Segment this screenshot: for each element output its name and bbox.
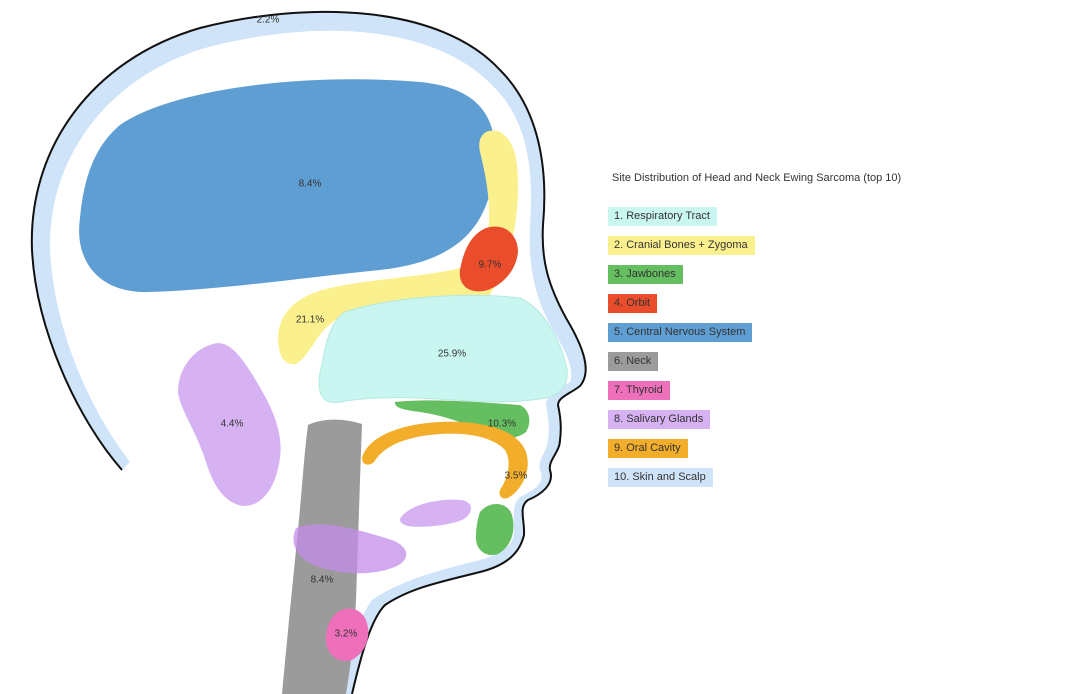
legend-label: 4. Orbit — [608, 294, 657, 313]
legend-label: 1. Respiratory Tract — [608, 207, 717, 226]
legend-label: 3. Jawbones — [608, 265, 683, 284]
legend-label: 9. Oral Cavity — [608, 439, 688, 458]
legend-item-skin: 10. Skin and Scalp — [608, 467, 1058, 486]
legend-item-cns: 5. Central Nervous System — [608, 322, 1058, 341]
thyroid-percentage: 3.2% — [335, 629, 358, 640]
respiratory-percentage: 25.9% — [438, 349, 466, 360]
legend-item-cranial: 2. Cranial Bones + Zygoma — [608, 235, 1058, 254]
legend-title: Site Distribution of Head and Neck Ewing… — [612, 172, 1058, 184]
legend-item-salivary: 8. Salivary Glands — [608, 409, 1058, 428]
oral-cavity-region — [362, 422, 528, 499]
neck-percentage: 8.4% — [311, 575, 334, 586]
legend-label: 10. Skin and Scalp — [608, 468, 713, 487]
cranial-percentage: 21.1% — [296, 315, 324, 326]
legend-item-respiratory: 1. Respiratory Tract — [608, 206, 1058, 225]
jawbones-percentage: 10.3% — [488, 419, 516, 430]
legend-label: 2. Cranial Bones + Zygoma — [608, 236, 755, 255]
legend-item-oral: 9. Oral Cavity — [608, 438, 1058, 457]
salivary-gland-sublingual — [400, 500, 471, 527]
legend-item-thyroid: 7. Thyroid — [608, 380, 1058, 399]
legend-item-neck: 6. Neck — [608, 351, 1058, 370]
orbit-percentage: 9.7% — [479, 260, 502, 271]
legend: Site Distribution of Head and Neck Ewing… — [608, 172, 1058, 496]
oral-cavity-percentage: 3.5% — [505, 471, 528, 482]
cns-region — [79, 79, 495, 292]
legend-label: 7. Thyroid — [608, 381, 670, 400]
legend-label: 6. Neck — [608, 352, 658, 371]
skin-percentage: 2.2% — [257, 15, 280, 26]
cns-percentage: 8.4% — [299, 179, 322, 190]
legend-item-jawbones: 3. Jawbones — [608, 264, 1058, 283]
salivary-percentage: 4.4% — [221, 419, 244, 430]
legend-item-orbit: 4. Orbit — [608, 293, 1058, 312]
legend-label: 8. Salivary Glands — [608, 410, 710, 429]
legend-label: 5. Central Nervous System — [608, 323, 752, 342]
